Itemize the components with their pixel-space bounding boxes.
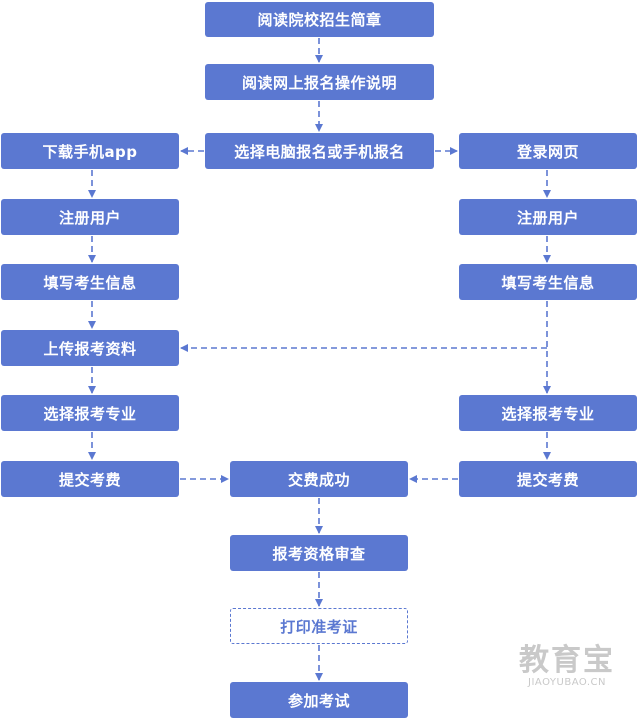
step-register-app: 注册用户: [1, 199, 179, 235]
step-register-web: 注册用户: [459, 199, 637, 235]
step-choose-major-app: 选择报考专业: [1, 395, 179, 431]
step-qualification-review: 报考资格审查: [230, 535, 408, 571]
step-read-online-instructions: 阅读网上报名操作说明: [205, 64, 434, 100]
step-login-web: 登录网页: [459, 133, 637, 169]
step-submit-fee-app: 提交考费: [1, 461, 179, 497]
watermark: 教育宝 JIAOYUBAO.CN: [512, 645, 622, 689]
step-upload-documents: 上传报考资料: [1, 330, 179, 366]
step-read-admission-guide: 阅读院校招生简章: [205, 2, 434, 37]
step-print-admission-ticket: 打印准考证: [230, 608, 408, 644]
step-download-app: 下载手机app: [1, 133, 179, 169]
step-choose-major-web: 选择报考专业: [459, 395, 637, 431]
step-payment-success: 交费成功: [230, 461, 408, 497]
watermark-url: JIAOYUBAO.CN: [528, 677, 606, 688]
step-choose-method: 选择电脑报名或手机报名: [205, 133, 434, 169]
watermark-logo-text: 教育宝: [519, 643, 615, 678]
step-fill-info-app: 填写考生信息: [1, 264, 179, 300]
step-attend-exam: 参加考试: [230, 682, 408, 718]
step-submit-fee-web: 提交考费: [459, 461, 637, 497]
step-fill-info-web: 填写考生信息: [459, 264, 637, 300]
